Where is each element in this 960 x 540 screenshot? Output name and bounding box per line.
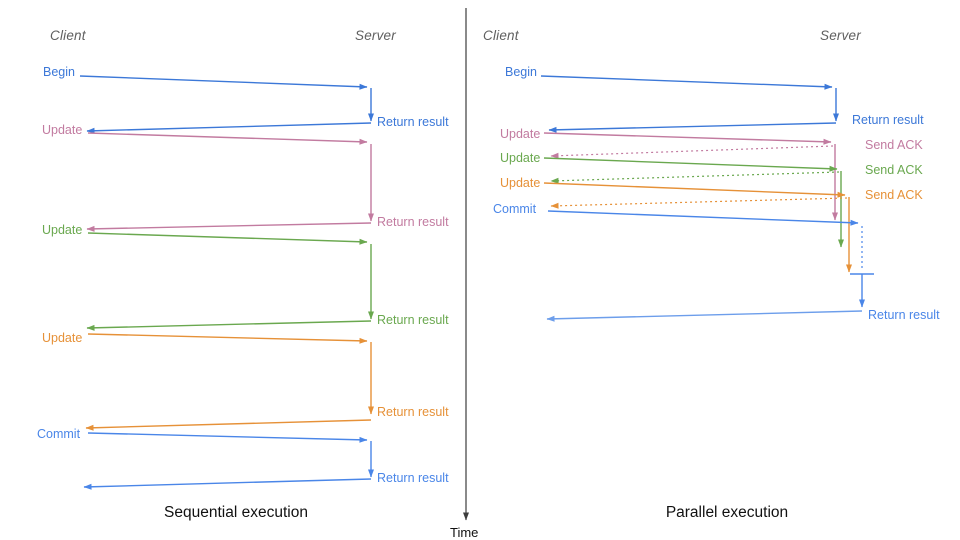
send-ack-label: Send ACK (865, 138, 923, 152)
column-header: Server (820, 28, 861, 43)
column-header: Server (355, 28, 396, 43)
return-result-label: Return result (852, 113, 924, 127)
update3-return (85, 419, 372, 431)
begin-return (86, 122, 372, 134)
commit-label: Commit (37, 427, 81, 441)
return-result-label: Return result (377, 115, 449, 129)
return-result-label: Return result (377, 215, 449, 229)
update1-ack (550, 145, 834, 159)
update1-request (87, 132, 368, 145)
send-ack-label: Send ACK (865, 188, 923, 202)
column-header: Client (50, 28, 87, 43)
send-ack-label: Send ACK (865, 163, 923, 177)
update2-label: Update (500, 151, 540, 165)
update3-label: Update (500, 176, 540, 190)
begin-label: Begin (505, 65, 537, 79)
panel-title: Parallel execution (666, 504, 788, 521)
begin-return (548, 122, 837, 133)
update1-request (543, 132, 832, 145)
update1-label: Update (42, 123, 82, 137)
time-axis-label: Time (450, 525, 478, 540)
begin-request (540, 75, 833, 90)
update2-ack (550, 171, 840, 184)
update3-ack (550, 197, 848, 209)
update3-label: Update (42, 331, 82, 345)
commit-label: Commit (493, 202, 537, 216)
begin-request (79, 75, 368, 90)
begin-label: Begin (43, 65, 75, 79)
commit-request (87, 432, 368, 443)
update2-label: Update (42, 223, 82, 237)
commit-return (546, 310, 863, 322)
return-result-label: Return result (868, 308, 940, 322)
return-result-label: Return result (377, 471, 449, 485)
update2-return (86, 320, 372, 331)
update3-request (87, 333, 368, 344)
update1-return (86, 222, 372, 232)
commit-return (83, 478, 372, 490)
commit-request (547, 210, 859, 226)
update2-request (87, 232, 368, 245)
return-result-label: Return result (377, 313, 449, 327)
return-result-label: Return result (377, 405, 449, 419)
update2-request (543, 157, 838, 172)
panel-title: Sequential execution (164, 504, 308, 521)
update1-label: Update (500, 127, 540, 141)
column-header: Client (483, 28, 520, 43)
update3-request (543, 182, 846, 198)
